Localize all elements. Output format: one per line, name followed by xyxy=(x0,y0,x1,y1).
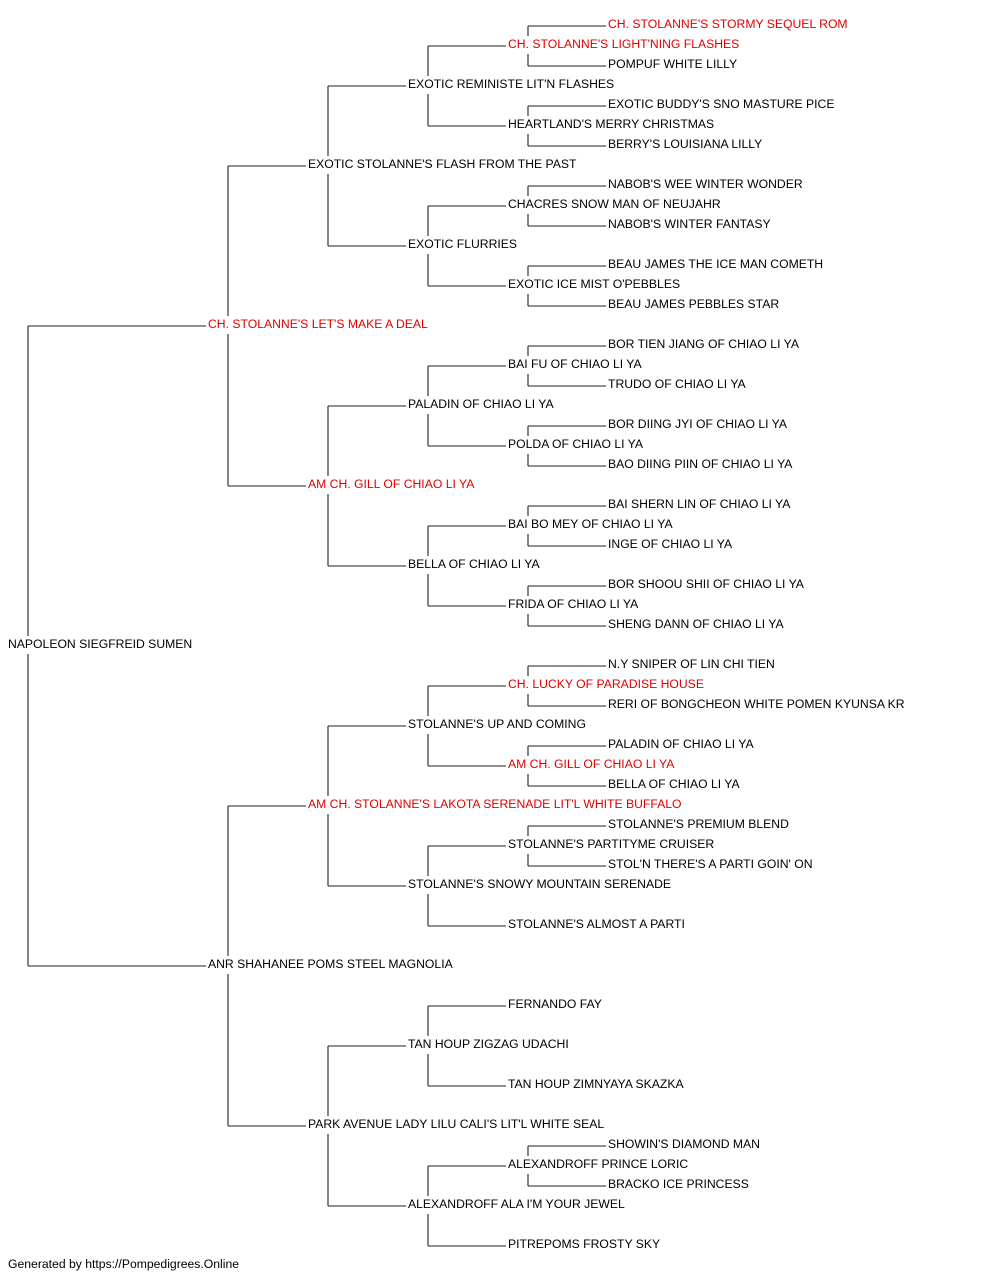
ancestor-gen5-ch-stolanne-s-stormy-sequel-rom: CH. STOLANNE'S STORMY SEQUEL ROM xyxy=(608,16,850,32)
ancestor-gen4-fernando-fay: FERNANDO FAY xyxy=(508,996,604,1012)
ancestor-gen5-nabob-s-wee-winter-wonder: NABOB'S WEE WINTER WONDER xyxy=(608,176,805,192)
ancestor-gen4-tan-houp-zimnyaya-skazka: TAN HOUP ZIMNYAYA SKAZKA xyxy=(508,1076,686,1092)
ancestor-gen4-alexandroff-prince-loric: ALEXANDROFF PRINCE LORIC xyxy=(508,1156,691,1172)
ancestor-gen0-napoleon-siegfreid-sumen: NAPOLEON SIEGFREID SUMEN xyxy=(8,636,195,652)
ancestor-gen3-tan-houp-zigzag-udachi: TAN HOUP ZIGZAG UDACHI xyxy=(408,1036,571,1052)
ancestor-gen2-park-avenue-lady-lilu-cali-s-lit-l-white-seal: PARK AVENUE LADY LILU CALI'S LIT'L WHITE… xyxy=(308,1116,607,1132)
ancestor-gen5-reri-of-bongcheon-white-pomen-kyunsa-kr: RERI OF BONGCHEON WHITE POMEN KYUNSA KR xyxy=(608,696,907,712)
ancestor-gen4-ch-stolanne-s-light-ning-flashes: CH. STOLANNE'S LIGHT'NING FLASHES xyxy=(508,36,742,52)
ancestor-gen3-exotic-flurries: EXOTIC FLURRIES xyxy=(408,236,520,252)
ancestor-gen5-bor-diing-jyi-of-chiao-li-ya: BOR DIING JYI OF CHIAO LI YA xyxy=(608,416,790,432)
ancestor-gen3-exotic-reministe-lit-n-flashes: EXOTIC REMINISTE LIT'N FLASHES xyxy=(408,76,617,92)
footer-credit: Generated by https://Pompedigrees.Online xyxy=(8,1257,240,1271)
ancestor-gen5-bor-shoou-shii-of-chiao-li-ya: BOR SHOOU SHII OF CHIAO LI YA xyxy=(608,576,806,592)
ancestor-gen5-n-y-sniper-of-lin-chi-tien: N.Y SNIPER OF LIN CHI TIEN xyxy=(608,656,777,672)
ancestor-gen5-bor-tien-jiang-of-chiao-li-ya: BOR TIEN JIANG OF CHIAO LI YA xyxy=(608,336,801,352)
ancestor-gen4-exotic-ice-mist-o-pebbles: EXOTIC ICE MIST O'PEBBLES xyxy=(508,276,683,292)
ancestor-gen5-bao-diing-piin-of-chiao-li-ya: BAO DIING PIIN OF CHIAO LI YA xyxy=(608,456,795,472)
ancestor-gen3-bella-of-chiao-li-ya: BELLA OF CHIAO LI YA xyxy=(408,556,542,572)
ancestor-gen4-frida-of-chiao-li-ya: FRIDA OF CHIAO LI YA xyxy=(508,596,641,612)
ancestor-gen5-stol-n-there-s-a-parti-goin-on: STOL'N THERE'S A PARTI GOIN' ON xyxy=(608,856,815,872)
ancestor-gen3-stolanne-s-up-and-coming: STOLANNE'S UP AND COMING xyxy=(408,716,588,732)
ancestor-gen4-heartland-s-merry-christmas: HEARTLAND'S MERRY CHRISTMAS xyxy=(508,116,717,132)
ancestor-gen4-bai-bo-mey-of-chiao-li-ya: BAI BO MEY OF CHIAO LI YA xyxy=(508,516,675,532)
ancestor-gen4-stolanne-s-almost-a-parti: STOLANNE'S ALMOST A PARTI xyxy=(508,916,687,932)
ancestor-gen5-bella-of-chiao-li-ya: BELLA OF CHIAO LI YA xyxy=(608,776,742,792)
ancestor-gen5-stolanne-s-premium-blend: STOLANNE'S PREMIUM BLEND xyxy=(608,816,791,832)
ancestor-gen4-am-ch-gill-of-chiao-li-ya: AM CH. GILL OF CHIAO LI YA xyxy=(508,756,677,772)
ancestor-gen4-polda-of-chiao-li-ya: POLDA OF CHIAO LI YA xyxy=(508,436,646,452)
ancestor-gen4-stolanne-s-partityme-cruiser: STOLANNE'S PARTITYME CRUISER xyxy=(508,836,717,852)
ancestor-gen5-paladin-of-chiao-li-ya: PALADIN OF CHIAO LI YA xyxy=(608,736,756,752)
ancestor-gen5-beau-james-pebbles-star: BEAU JAMES PEBBLES STAR xyxy=(608,296,782,312)
ancestor-gen4-bai-fu-of-chiao-li-ya: BAI FU OF CHIAO LI YA xyxy=(508,356,644,372)
ancestor-gen5-trudo-of-chiao-li-ya: TRUDO OF CHIAO LI YA xyxy=(608,376,748,392)
ancestor-gen4-ch-lucky-of-paradise-house: CH. LUCKY OF PARADISE HOUSE xyxy=(508,676,706,692)
ancestor-gen5-showin-s-diamond-man: SHOWIN'S DIAMOND MAN xyxy=(608,1136,762,1152)
ancestor-gen2-exotic-stolanne-s-flash-from-the-past: EXOTIC STOLANNE'S FLASH FROM THE PAST xyxy=(308,156,579,172)
ancestor-gen1-anr-shahanee-poms-steel-magnolia: ANR SHAHANEE POMS STEEL MAGNOLIA xyxy=(208,956,455,972)
ancestor-gen5-inge-of-chiao-li-ya: INGE OF CHIAO LI YA xyxy=(608,536,735,552)
ancestor-gen5-nabob-s-winter-fantasy: NABOB'S WINTER FANTASY xyxy=(608,216,773,232)
ancestor-gen3-alexandroff-ala-i-m-your-jewel: ALEXANDROFF ALA I'M YOUR JEWEL xyxy=(408,1196,627,1212)
ancestor-gen3-paladin-of-chiao-li-ya: PALADIN OF CHIAO LI YA xyxy=(408,396,556,412)
ancestor-gen4-chacres-snow-man-of-neujahr: CHACRES SNOW MAN OF NEUJAHR xyxy=(508,196,723,212)
ancestor-gen5-bracko-ice-princess: BRACKO ICE PRINCESS xyxy=(608,1176,751,1192)
ancestor-gen4-pitrepoms-frosty-sky: PITREPOMS FROSTY SKY xyxy=(508,1236,663,1252)
ancestor-gen5-pompuf-white-lilly: POMPUF WHITE LILLY xyxy=(608,56,740,72)
ancestor-gen5-exotic-buddy-s-sno-masture-pice: EXOTIC BUDDY'S SNO MASTURE PICE xyxy=(608,96,837,112)
ancestor-gen5-beau-james-the-ice-man-cometh: BEAU JAMES THE ICE MAN COMETH xyxy=(608,256,826,272)
ancestor-gen5-berry-s-louisiana-lilly: BERRY'S LOUISIANA LILLY xyxy=(608,136,765,152)
ancestor-gen5-sheng-dann-of-chiao-li-ya: SHENG DANN OF CHIAO LI YA xyxy=(608,616,786,632)
ancestor-gen2-am-ch-gill-of-chiao-li-ya: AM CH. GILL OF CHIAO LI YA xyxy=(308,476,477,492)
ancestor-gen5-bai-shern-lin-of-chiao-li-ya: BAI SHERN LIN OF CHIAO LI YA xyxy=(608,496,793,512)
ancestor-gen2-am-ch-stolanne-s-lakota-serenade-lit-l-white-buffalo: AM CH. STOLANNE'S LAKOTA SERENADE LIT'L … xyxy=(308,796,684,812)
ancestor-gen3-stolanne-s-snowy-mountain-serenade: STOLANNE'S SNOWY MOUNTAIN SERENADE xyxy=(408,876,674,892)
ancestor-gen1-ch-stolanne-s-let-s-make-a-deal: CH. STOLANNE'S LET'S MAKE A DEAL xyxy=(208,316,430,332)
